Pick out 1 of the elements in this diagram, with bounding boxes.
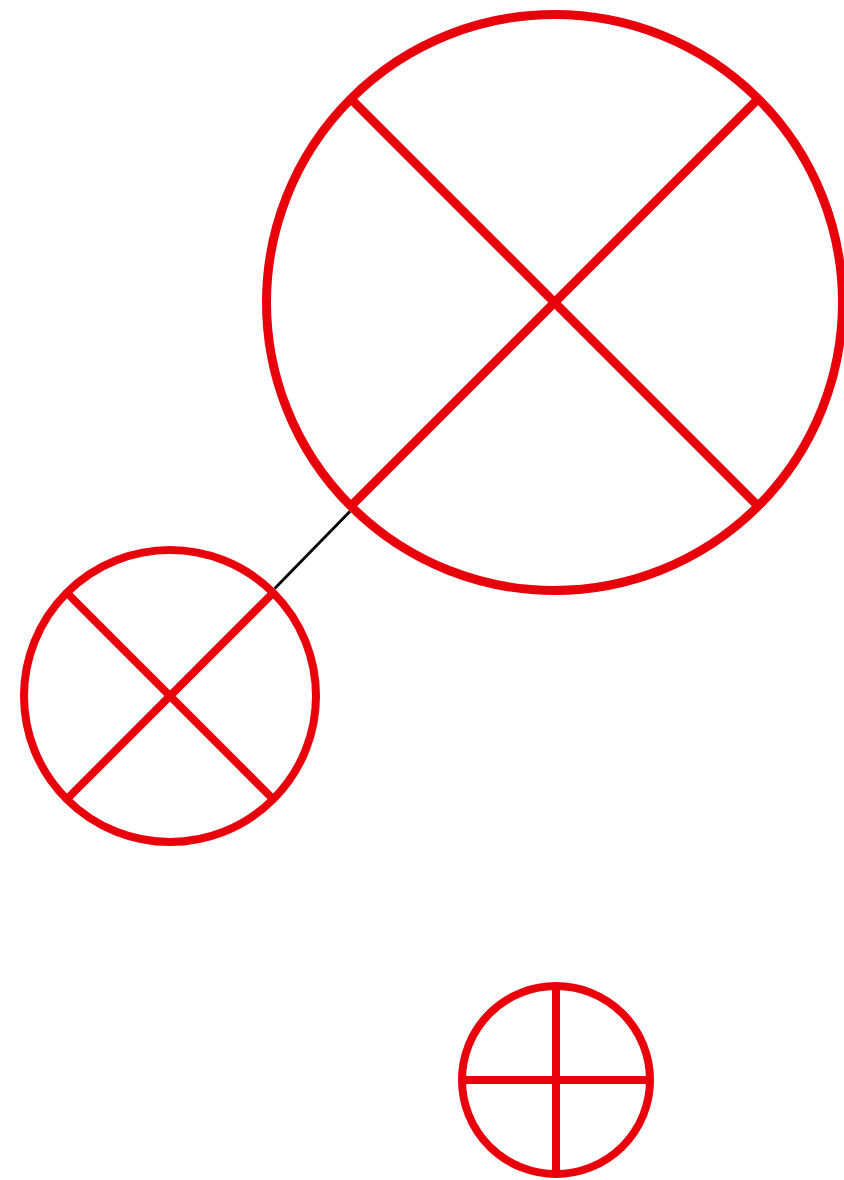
connector-line — [273, 510, 351, 590]
